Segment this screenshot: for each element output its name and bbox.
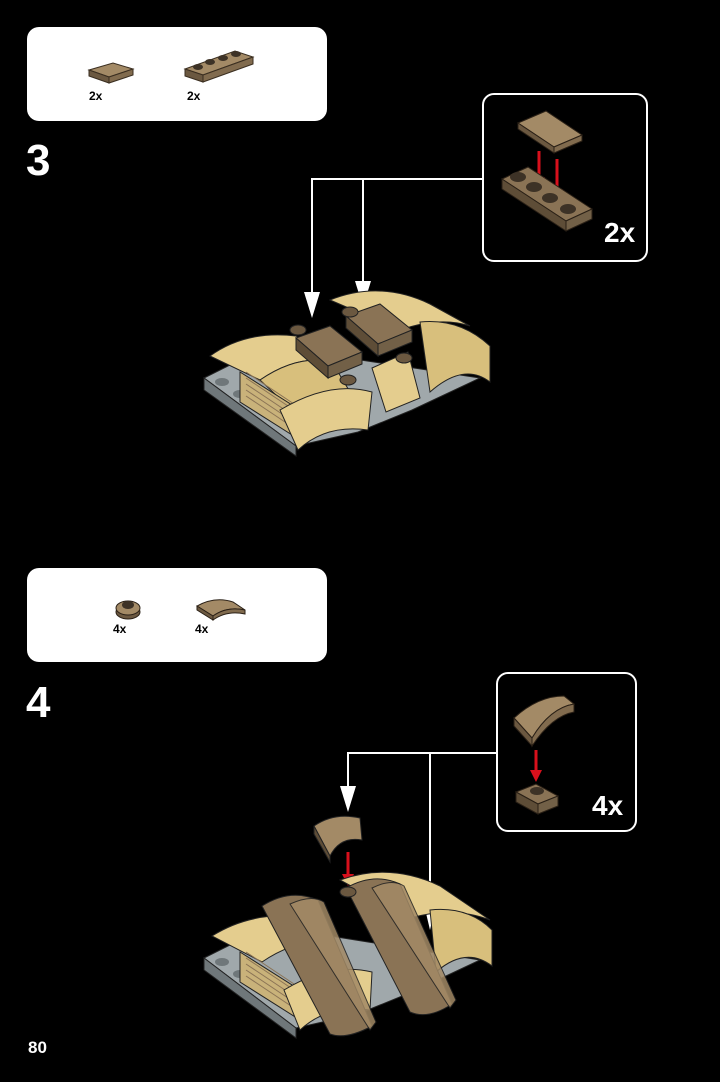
page-number: 80 xyxy=(28,1038,47,1057)
step4-connector-lines xyxy=(347,752,496,900)
callout-quantity: 4x xyxy=(592,790,624,821)
step4-parts-icons xyxy=(115,599,246,621)
step3-model-illustration xyxy=(203,178,491,457)
callout-quantity: 2x xyxy=(604,217,636,248)
curved-slope-icon xyxy=(196,599,246,621)
step3-parts-list: 2x 2x xyxy=(27,27,327,121)
step-number: 4 xyxy=(26,678,51,727)
down-arrow-icon xyxy=(304,292,320,318)
step3-parts-icons xyxy=(87,50,255,84)
subassembly-illustration xyxy=(513,695,576,815)
round-plate-1x1-icon xyxy=(115,600,141,620)
part-qty: 2x xyxy=(89,89,103,103)
down-arrow-icon xyxy=(340,786,356,812)
subassembly-illustration xyxy=(500,110,594,232)
step3-subassembly-callout: 2x xyxy=(482,93,648,262)
plate-1x4-icon xyxy=(183,50,255,83)
part-qty: 4x xyxy=(195,622,209,636)
part-qty: 2x xyxy=(187,89,201,103)
step4-parts-list: 4x 4x xyxy=(27,568,327,662)
step-number: 3 xyxy=(26,136,51,185)
tile-1x2-icon xyxy=(87,62,135,84)
part-qty: 4x xyxy=(113,622,127,636)
step3-connector-lines xyxy=(311,178,482,295)
step4-subassembly-callout: 4x xyxy=(496,672,637,832)
